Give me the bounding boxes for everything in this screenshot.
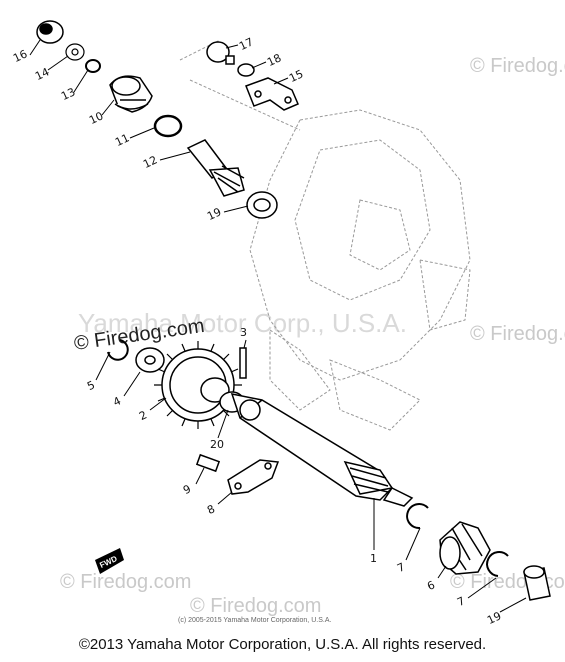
callout-12: 12 [141, 153, 159, 171]
part-8-stopper [227, 459, 280, 495]
part-7-circlip-upper [406, 503, 429, 530]
part-11-o-ring [153, 114, 183, 138]
part-10-housing [109, 75, 153, 113]
callout-15-upper: 15 [287, 67, 305, 85]
part-19-lower-bushing [523, 565, 551, 601]
callout-17: 17 [237, 35, 255, 53]
watermark-mid-right: © Firedog.com [470, 323, 565, 345]
callout-10: 10 [87, 109, 105, 127]
part-6-kick-gear [439, 521, 491, 575]
callout-7-upper: 7 [395, 560, 407, 575]
callout-7-lower: 7 [455, 594, 467, 609]
leader-lines [29, 39, 527, 613]
part-3-pin [239, 347, 247, 379]
callout-2: 2 [137, 408, 149, 423]
callout-19-lower: 19 [485, 609, 503, 627]
part-5-circlip [107, 339, 129, 361]
part-1-kick-shaft [230, 393, 414, 507]
callout-20: 20 [210, 438, 224, 451]
watermark-group: © Firedog.com © Firedog.com Yamaha Motor… [60, 55, 565, 617]
part-14-washer [65, 43, 85, 61]
part-16-cap [36, 20, 64, 44]
fwd-arrow: FWD [95, 548, 124, 574]
callout-13: 13 [59, 85, 77, 103]
callout-5: 5 [85, 378, 97, 393]
callout-18: 18 [265, 51, 283, 69]
part-18-washer [237, 63, 255, 77]
callout-9: 9 [181, 482, 193, 497]
callout-6: 6 [425, 578, 437, 593]
part-12-driven-gear-shaft [186, 139, 245, 197]
callout-16: 16 [11, 47, 29, 65]
callout-3: 3 [240, 326, 247, 339]
callout-11: 11 [113, 131, 131, 149]
callout-4: 4 [111, 394, 123, 409]
part-13-o-ring [85, 59, 101, 73]
callout-8: 8 [205, 502, 217, 517]
part-19-upper-bushing [246, 191, 278, 219]
small-copyright: (c) 2005-2015 Yamaha Motor Corporation, … [178, 617, 331, 624]
watermark-top-right: © Firedog.com [470, 55, 565, 77]
part-9-bolt [195, 453, 221, 473]
copyright-footer: ©2013 Yamaha Motor Corporation, U.S.A. A… [78, 636, 487, 653]
callout-labels: 16 14 13 10 11 12 19 17 18 15 3 5 4 2 20… [11, 35, 503, 627]
callout-1: 1 [370, 552, 377, 565]
watermark-bottom-far: © Firedog.com [190, 595, 321, 617]
callout-19-upper: 19 [205, 205, 223, 223]
watermark-bottom-left: © Firedog.com [60, 571, 191, 593]
part-15-stopper-plate [245, 77, 299, 111]
part-2-gear [154, 341, 242, 429]
callout-14: 14 [33, 65, 51, 83]
watermark-center: Yamaha Motor Corp., U.S.A. [78, 308, 407, 338]
engine-case-outline [179, 39, 471, 431]
part-17-bolt [206, 41, 235, 65]
part-7-circlip-lower [486, 551, 509, 577]
part-4-washer [135, 347, 165, 373]
